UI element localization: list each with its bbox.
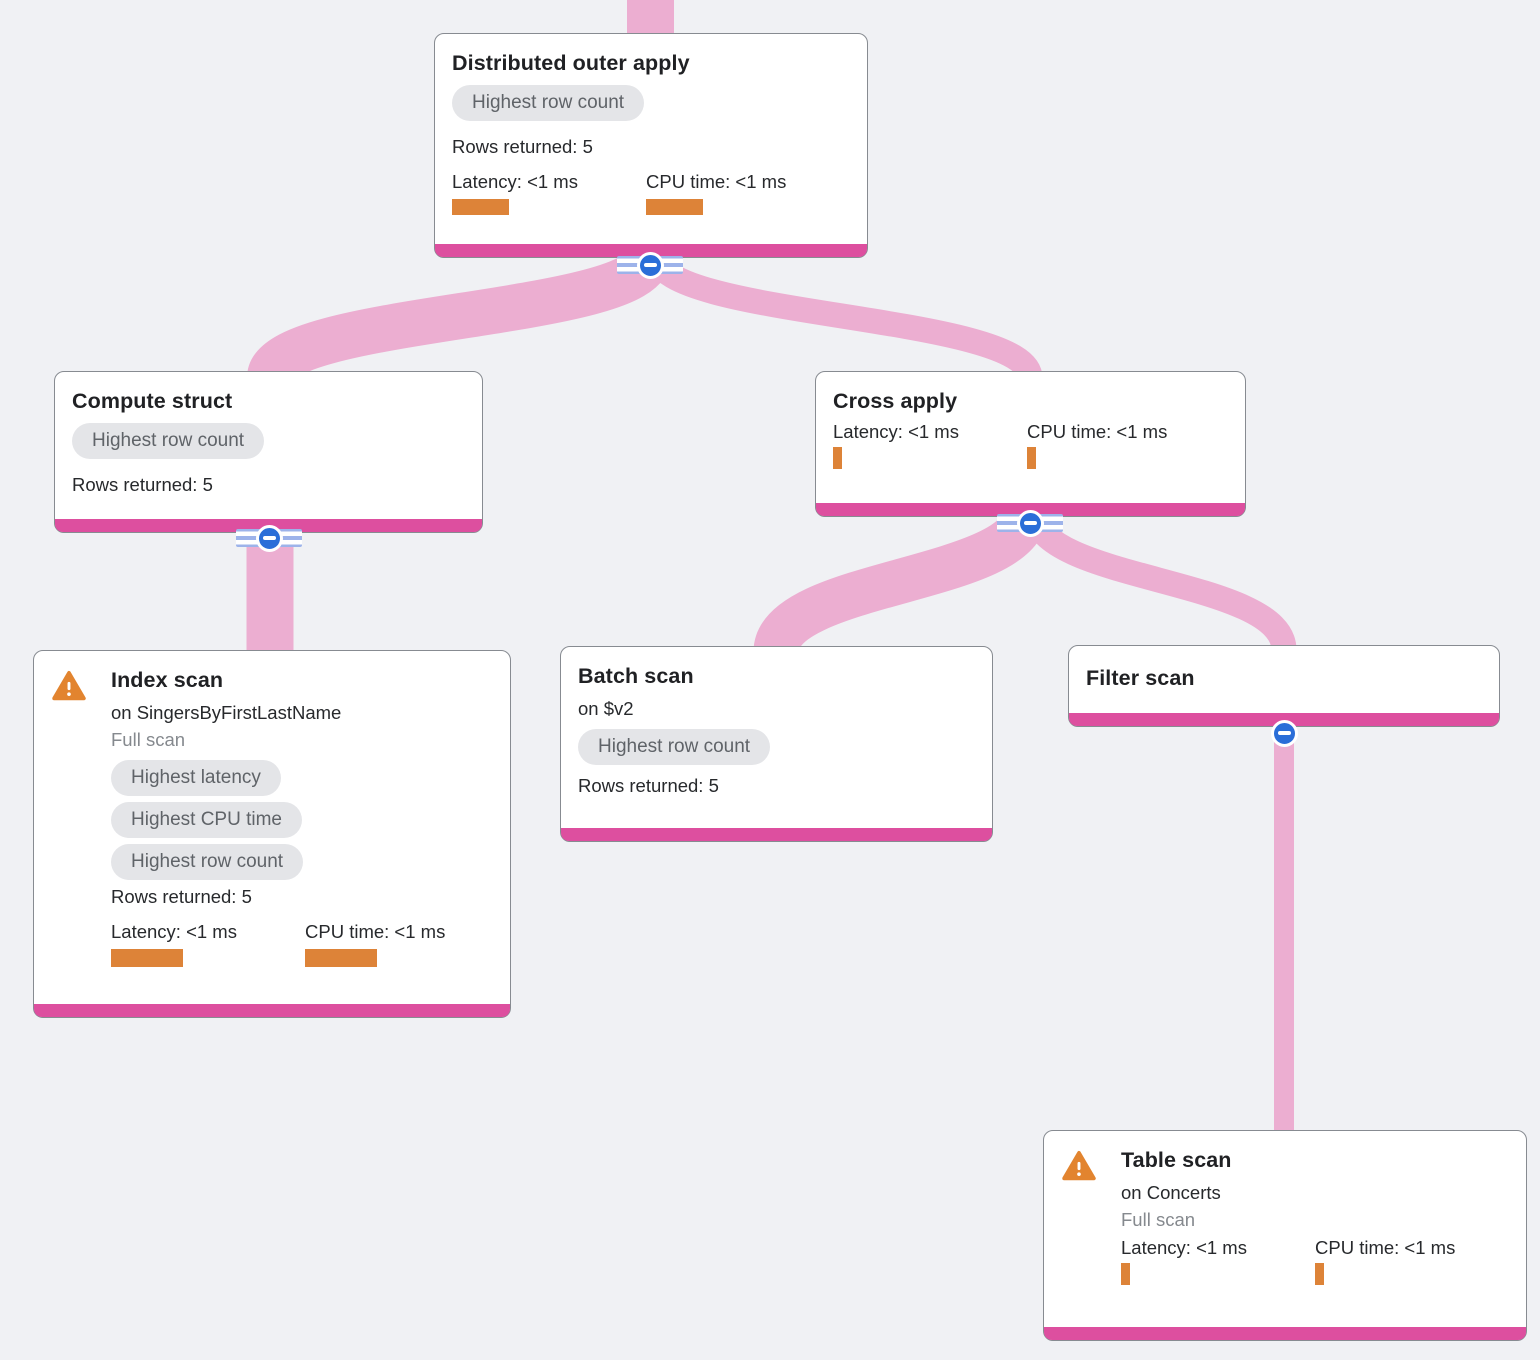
node-filter-scan[interactable]: Filter scan <box>1068 645 1500 727</box>
node-target: on SingersByFirstLastName <box>111 702 342 723</box>
warning-icon <box>51 670 111 702</box>
cpu-time-bar <box>1027 447 1036 469</box>
cpu-time-bar <box>305 949 377 967</box>
rows-returned: Rows returned: 5 <box>578 775 719 796</box>
rows-returned: Rows returned: 5 <box>111 886 252 907</box>
cpu-time-label: CPU time: <1 ms <box>1027 421 1168 442</box>
collapse-button-compute-struct[interactable] <box>236 524 302 552</box>
collapse-button-distributed-outer-apply[interactable] <box>617 251 683 279</box>
node-batch-scan[interactable]: Batch scan on $v2 Highest row count Rows… <box>560 646 993 842</box>
cpu-time-bar <box>646 199 703 215</box>
cpu-time-label: CPU time: <1 ms <box>1315 1237 1456 1258</box>
node-target: on Concerts <box>1121 1182 1221 1203</box>
cpu-time-label: CPU time: <1 ms <box>305 921 446 942</box>
rows-returned: Rows returned: 5 <box>452 136 593 157</box>
edge-cross-apply-to-batch-scan <box>753 508 1048 656</box>
node-compute-struct[interactable]: Compute struct Highest row count Rows re… <box>54 371 483 533</box>
collapse-minus-icon <box>1016 509 1044 537</box>
latency-bar <box>111 949 183 967</box>
warning-icon <box>1061 1150 1121 1182</box>
latency-label: Latency: <1 ms <box>833 421 959 442</box>
badge-highest-cpu-time: Highest CPU time <box>111 802 302 838</box>
node-footer-bar <box>34 1004 510 1017</box>
node-title: Filter scan <box>1086 666 1195 690</box>
collapse-button-cross-apply[interactable] <box>997 509 1063 537</box>
node-title: Compute struct <box>72 389 233 413</box>
scan-type: Full scan <box>1121 1209 1196 1230</box>
latency-label: Latency: <1 ms <box>452 171 578 192</box>
latency-bar <box>452 199 509 215</box>
node-index-scan[interactable]: Index scan on SingersByFirstLastName Ful… <box>33 650 511 1018</box>
collapse-minus-icon <box>255 524 283 552</box>
badge-highest-row-count: Highest row count <box>72 423 265 459</box>
cpu-time-bar <box>1315 1263 1324 1285</box>
node-cross-apply[interactable]: Cross apply Latency: <1 ms CPU time: <1 … <box>815 371 1246 517</box>
scan-type: Full scan <box>111 729 186 750</box>
cpu-time-label: CPU time: <1 ms <box>646 171 787 192</box>
node-table-scan[interactable]: Table scan on Concerts Full scan Latency… <box>1043 1130 1527 1341</box>
edge-distributed-outer-apply-to-compute-struct <box>247 248 671 385</box>
badge-highest-row-count: Highest row count <box>111 844 304 880</box>
collapse-minus-icon <box>636 251 664 279</box>
collapse-minus-icon <box>1270 719 1298 747</box>
node-distributed-outer-apply[interactable]: Distributed outer apply Highest row coun… <box>434 33 868 258</box>
latency-label: Latency: <1 ms <box>1121 1237 1247 1258</box>
latency-bar <box>833 447 842 469</box>
node-target: on $v2 <box>578 698 634 719</box>
badge-highest-latency: Highest latency <box>111 760 281 796</box>
node-footer-bar <box>1044 1327 1526 1340</box>
node-title: Distributed outer apply <box>452 51 690 75</box>
edge-distributed-outer-apply-to-cross-apply <box>644 252 1043 381</box>
latency-bar <box>1121 1263 1130 1285</box>
badge-highest-row-count: Highest row count <box>452 85 645 121</box>
rows-returned: Rows returned: 5 <box>72 474 213 495</box>
edge-cross-apply-to-filter-scan <box>1022 509 1297 652</box>
latency-label: Latency: <1 ms <box>111 921 237 942</box>
node-title: Table scan <box>1121 1148 1232 1172</box>
node-footer-bar <box>561 828 992 841</box>
node-title: Index scan <box>111 668 224 692</box>
node-footer-bar <box>435 244 867 257</box>
badge-highest-row-count: Highest row count <box>578 729 771 765</box>
node-title: Cross apply <box>833 389 958 413</box>
node-title: Batch scan <box>578 664 694 688</box>
